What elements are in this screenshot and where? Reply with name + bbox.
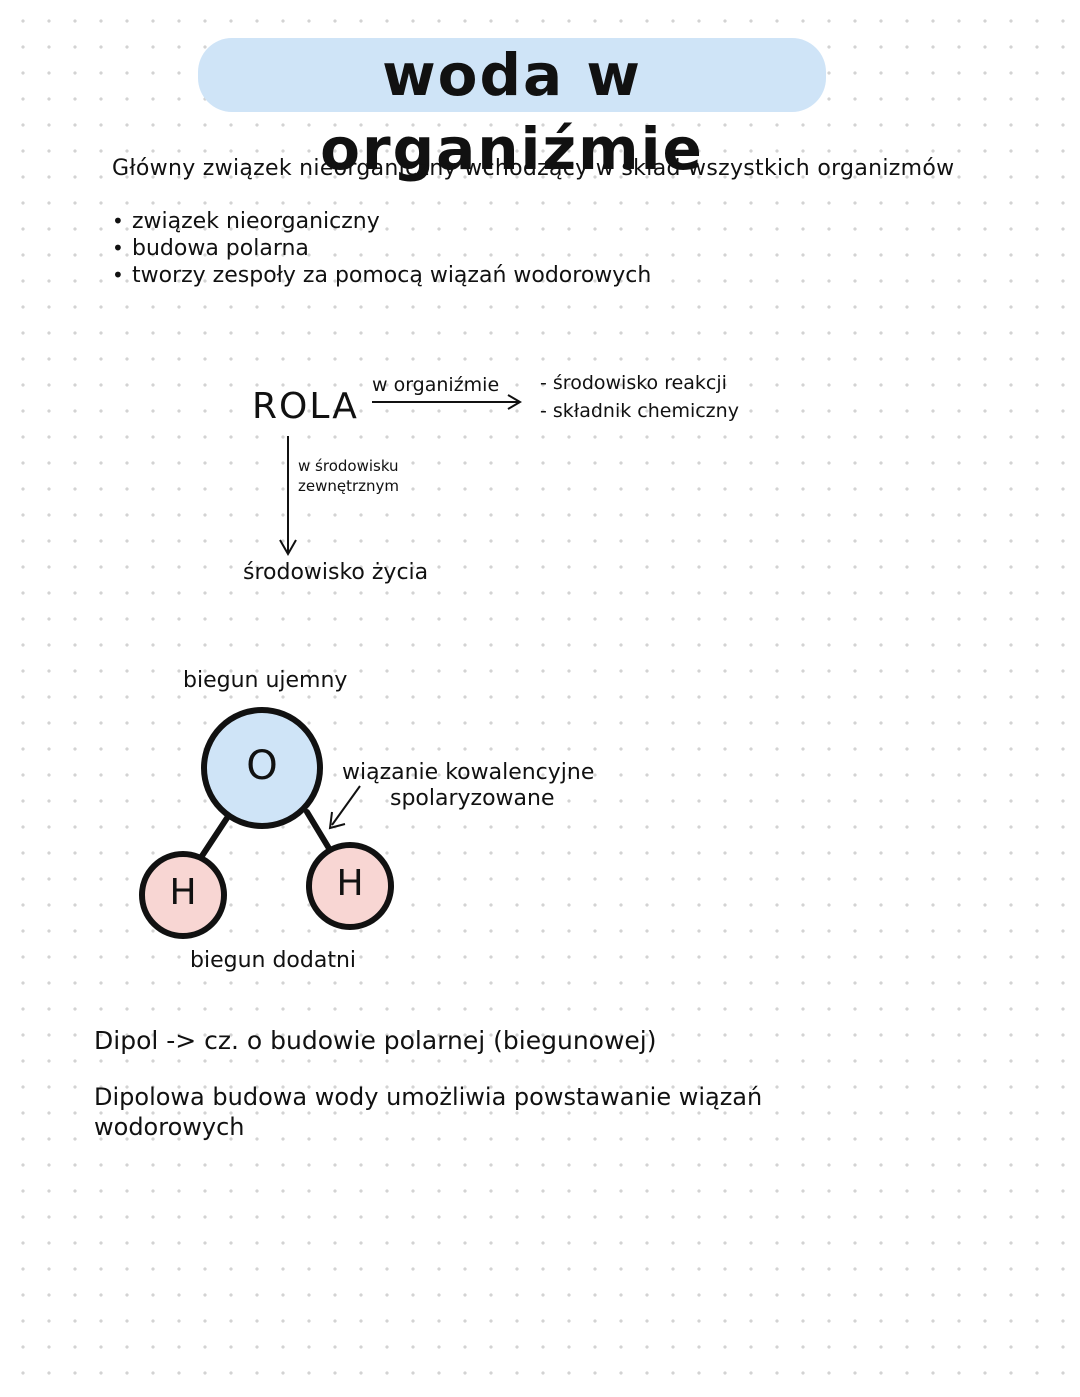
bond-label-line1: wiązanie kowalencyjne <box>342 760 595 785</box>
dipole-definition: Dipol -> cz. o budowie polarnej (bieguno… <box>94 1026 657 1055</box>
oxygen-symbol: O <box>246 743 278 789</box>
hydrogen-symbol-right: H <box>336 863 364 904</box>
role-external-label: w środowisku zewnętrznym <box>298 457 400 495</box>
bond-left <box>195 812 232 865</box>
hydrogen-atom-right <box>306 842 394 930</box>
positive-pole-label: biegun dodatni <box>190 948 357 973</box>
title-highlight <box>198 38 826 112</box>
negative-pole-label: biegun ujemny <box>183 668 348 693</box>
hydrogen-symbol-left: H <box>169 872 197 913</box>
properties-list: związek nieorganiczny budowa polarna two… <box>112 208 651 289</box>
bond-label: wiązanie kowalencyjne spolaryzowane <box>342 760 594 812</box>
role-in-organism-label: w organiźmie <box>372 374 500 396</box>
role-external-item: środowisko życia <box>243 560 429 585</box>
role-label: ROLA <box>252 386 359 427</box>
definition-text: Główny związek nieorganiczny wchodzący w… <box>112 156 955 181</box>
oxygen-atom <box>201 707 323 829</box>
role-item: - środowisko reakcji <box>540 372 727 394</box>
property-item: związek nieorganiczny <box>112 208 651 235</box>
property-item: budowa polarna <box>112 235 651 262</box>
page-title: woda w organiźmie <box>320 41 704 183</box>
bond-pointer-arrow <box>331 785 361 826</box>
dipole-note: Dipolowa budowa wody umożliwia powstawan… <box>94 1083 763 1141</box>
arrow-horizontal-head <box>507 394 522 410</box>
bond-pointer-arrow-head <box>328 811 346 830</box>
bond-label-line2: spolaryzowane <box>390 786 555 811</box>
property-item: tworzy zespoły za pomocą wiązań wodorowy… <box>112 262 651 289</box>
hydrogen-atom-left <box>139 851 227 939</box>
role-item: - składnik chemiczny <box>540 400 739 422</box>
arrow-vertical-head <box>279 539 297 557</box>
